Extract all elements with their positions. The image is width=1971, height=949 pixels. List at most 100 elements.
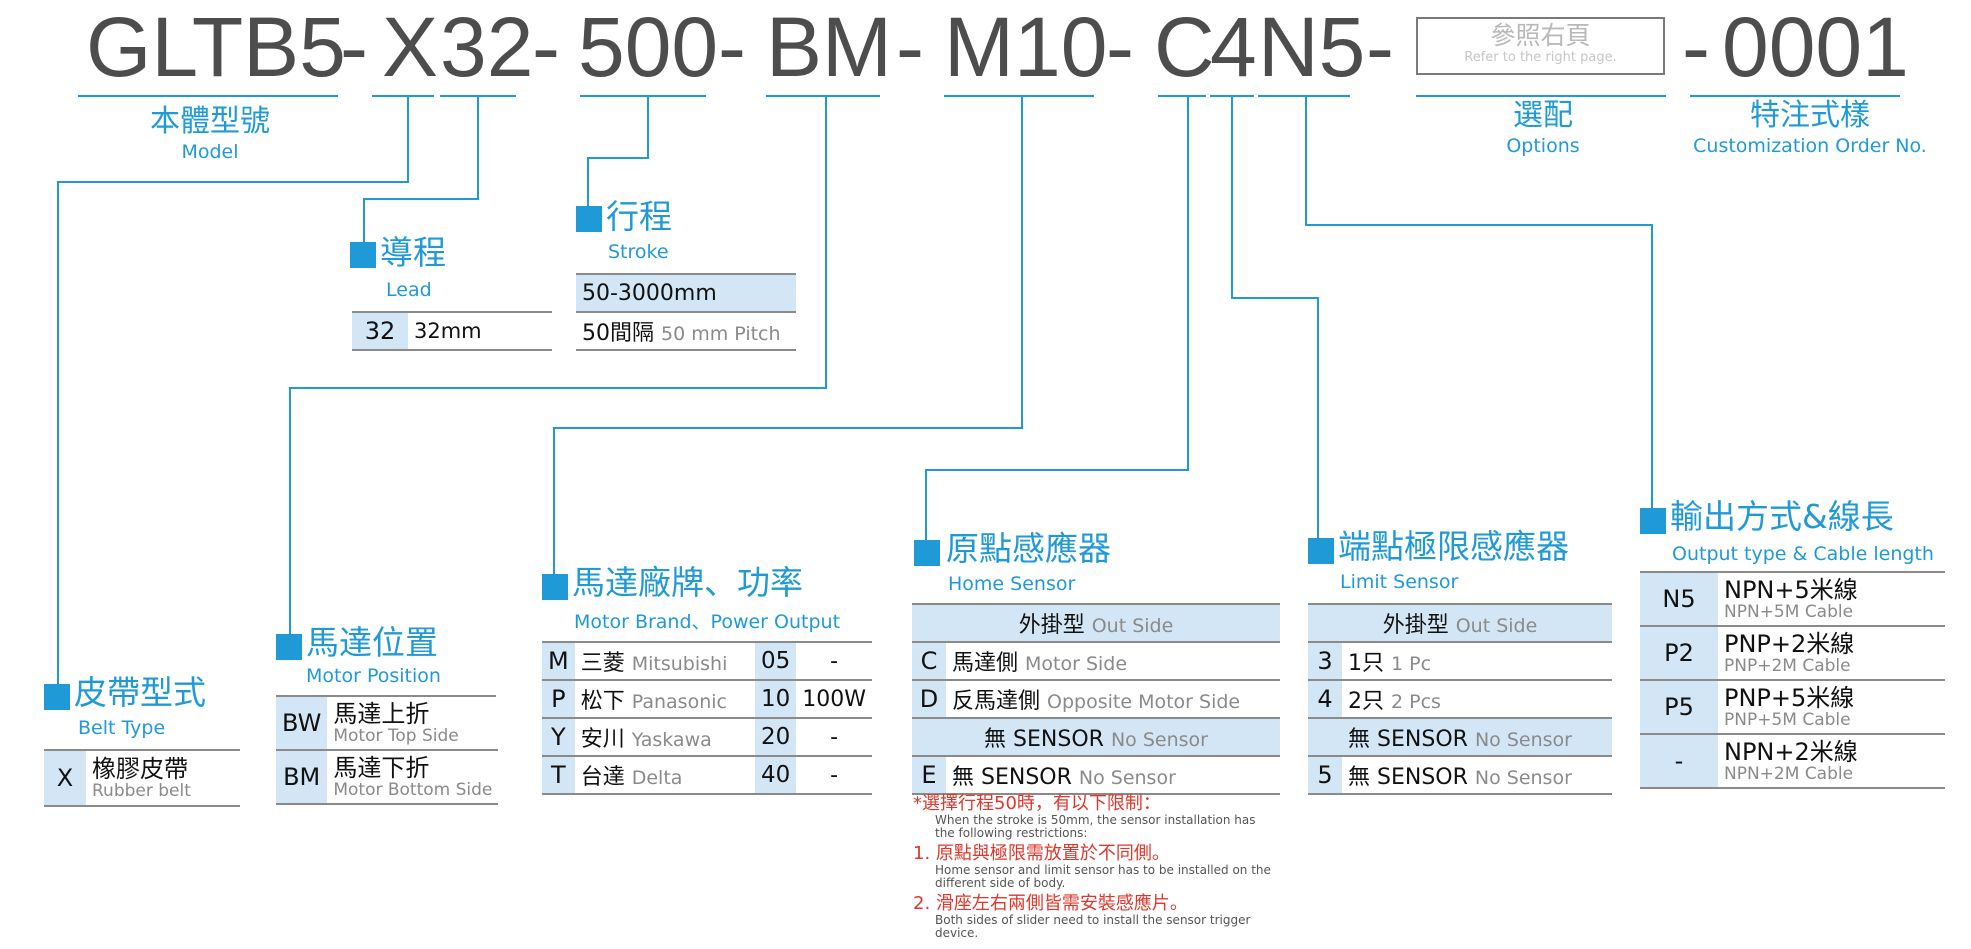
motor-position-code: BW xyxy=(276,697,328,751)
home-code: E xyxy=(912,756,946,795)
motor-position-desc-zh: 馬達上折 xyxy=(333,700,430,728)
motor-position-title: 馬達位置 xyxy=(306,624,438,662)
limit-group-nosensor: 無 SENSOR No Sensor xyxy=(1308,718,1612,757)
output-title-en-text: Output type & Cable length xyxy=(1672,543,1934,565)
code-lead: 32 xyxy=(440,0,534,94)
home-group-outside-zh: 外掛型 xyxy=(1018,613,1085,638)
limit-desc: 1只 1 Pc xyxy=(1342,642,1612,681)
power-value: 100W xyxy=(796,680,872,719)
table-row: 無 SENSOR No Sensor xyxy=(912,718,1280,757)
custom-label: 特注式樣 Customization Order No. xyxy=(1680,98,1940,158)
table-row: P 松下 Panasonic 10 100W xyxy=(542,680,872,719)
custom-label-en: Customization Order No. xyxy=(1693,135,1927,157)
lead-title-zh: 導程 xyxy=(380,233,446,272)
belt-desc-zh: 橡膠皮帶 xyxy=(92,755,188,783)
stroke-pitch: 50間隔 50 mm Pitch xyxy=(576,312,796,351)
model-label-zh: 本體型號 xyxy=(150,104,270,139)
brand-name-en: Yaskawa xyxy=(631,729,712,751)
note-2-zh: 2. 滑座左右兩側皆需安裝感應片。 xyxy=(913,893,1188,914)
options-box-zh: 參照右頁 xyxy=(1490,21,1591,50)
note-0-zh: *選擇行程50時，有以下限制： xyxy=(913,793,1161,814)
options-box: 參照右頁 Refer to the right page. xyxy=(1416,17,1665,75)
home-sensor-title-en-text: Home Sensor xyxy=(948,573,1076,595)
belt-type-title-en-text: Belt Type xyxy=(78,717,166,739)
table-row: D 反馬達側 Opposite Motor Side xyxy=(912,680,1280,719)
code-dash: - xyxy=(718,0,746,94)
brand-code: M xyxy=(542,643,575,681)
belt-type-title-zh: 皮帶型式 xyxy=(74,673,206,712)
note-0-en: the following restrictions: xyxy=(935,826,1088,840)
brand-name-zh: 安川 xyxy=(580,727,625,752)
home-sensor-title-en: Home Sensor xyxy=(948,572,1075,596)
options-box-en: Refer to the right page. xyxy=(1464,50,1617,65)
lead-title: 導程 xyxy=(380,234,446,272)
code-belt: X xyxy=(382,0,439,94)
limit-desc-en: 2 Pcs xyxy=(1391,691,1441,713)
table-row: 外掛型 Out Side xyxy=(1308,605,1612,643)
belt-type-title-en: Belt Type xyxy=(78,716,165,740)
table-row: 4 2只 2 Pcs xyxy=(1308,680,1612,719)
limit-group-outside-zh: 外掛型 xyxy=(1382,613,1449,638)
divider xyxy=(912,603,1280,605)
motor-brand-title-zh: 馬達廠牌、功率 xyxy=(572,563,803,602)
power-code: 20 xyxy=(754,718,797,757)
table-row: 3 1只 1 Pc xyxy=(1308,642,1612,681)
table-row: E 無 SENSOR No Sensor xyxy=(912,756,1280,795)
limit-code: 3 xyxy=(1308,642,1342,681)
stroke-pitch-en: 50 mm Pitch xyxy=(661,323,781,345)
divider xyxy=(576,273,796,275)
brand-code: T xyxy=(542,756,575,795)
output-title: 輸出方式&線長 xyxy=(1670,498,1894,536)
lead-title-en: Lead xyxy=(386,278,432,302)
limit-desc-en: No Sensor xyxy=(1474,767,1572,789)
code-dash: - xyxy=(1682,0,1710,94)
limit-sensor-title-en-text: Limit Sensor xyxy=(1340,571,1459,593)
brand-name: 松下 Panasonic xyxy=(574,680,755,719)
output-desc-zh: NPN+5米線 xyxy=(1724,576,1858,604)
home-desc-en: No Sensor xyxy=(1078,767,1176,789)
model-label: 本體型號 Model xyxy=(100,104,320,164)
output-desc-en: NPN+2M Cable xyxy=(1724,764,1854,784)
limit-sensor-title-en: Limit Sensor xyxy=(1340,570,1458,594)
table-row: 50間隔 50 mm Pitch xyxy=(576,312,796,351)
output-code: N5 xyxy=(1640,573,1718,627)
code-dash: - xyxy=(896,0,924,94)
limit-sensor-title-zh: 端點極限感應器 xyxy=(1338,527,1569,566)
note-1-en: different side of body. xyxy=(935,876,1066,890)
stroke-pitch-zh: 50間隔 xyxy=(582,321,654,346)
motor-brand-table: M 三菱 Mitsubishi 05 - P 松下 Panasonic 10 1… xyxy=(542,643,872,795)
output-code: - xyxy=(1640,734,1718,789)
output-desc-zh: PNP+5米線 xyxy=(1724,684,1855,712)
motor-position-desc-zh: 馬達下折 xyxy=(333,754,430,782)
code-motor-position: BM xyxy=(766,0,892,94)
note-1-en: Home sensor and limit sensor has to be i… xyxy=(935,863,1271,877)
divider xyxy=(44,749,240,751)
output-marker xyxy=(1640,508,1666,534)
table-row: 32 32mm xyxy=(352,313,552,351)
limit-sensor-title: 端點極限感應器 xyxy=(1338,528,1569,566)
divider xyxy=(1640,571,1945,573)
home-desc-zh: 無 SENSOR xyxy=(952,765,1072,790)
table-row: 無 SENSOR No Sensor xyxy=(1308,718,1612,757)
stroke-range: 50-3000mm xyxy=(576,275,796,313)
divider xyxy=(542,641,872,643)
belt-type-marker xyxy=(44,684,70,710)
home-sensor-title: 原點感應器 xyxy=(946,530,1111,568)
output-title-en: Output type & Cable length xyxy=(1672,542,1934,566)
motor-position-marker xyxy=(276,634,302,660)
note-2-en: Both sides of slider need to install the… xyxy=(935,913,1251,940)
home-desc: 馬達側 Motor Side xyxy=(946,642,1280,681)
stroke-table: 50-3000mm 50間隔 50 mm Pitch xyxy=(576,275,796,351)
motor-position-title-en: Motor Position xyxy=(306,664,441,688)
home-group-nosensor: 無 SENSOR No Sensor xyxy=(912,718,1280,757)
note-0-en: When the stroke is 50mm, the sensor inst… xyxy=(935,813,1256,827)
limit-desc-zh: 2只 xyxy=(1348,689,1384,714)
